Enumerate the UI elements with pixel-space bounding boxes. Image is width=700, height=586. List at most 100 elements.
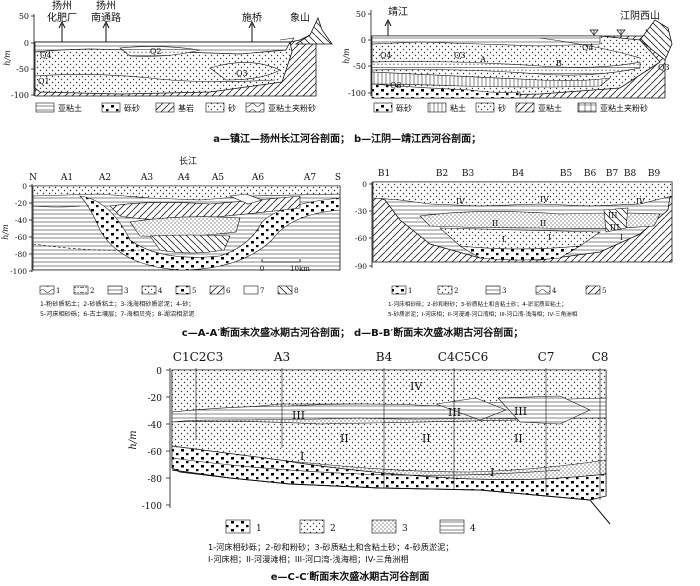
panel-a: 扬州 化肥厂 扬州 南通路 施桥 象山 50 0 -50 -100 h/m bbox=[3, 0, 333, 113]
axis-tick: -30 bbox=[355, 207, 367, 216]
axis-tick: -100 bbox=[11, 91, 29, 100]
station-label: A3 bbox=[140, 173, 153, 183]
legend-number: 1 bbox=[56, 287, 60, 295]
station-label: A5 bbox=[211, 173, 224, 183]
panel-b: 靖江 江阴西山 50 0 -50 -100 h/m bbox=[342, 5, 673, 113]
panel-e-axis: 0 -20 -40 -60 -80 -100 h/m bbox=[128, 367, 171, 512]
facies-label: IV bbox=[540, 195, 549, 204]
legend-number: 4 bbox=[470, 524, 476, 534]
legend-label: 砂 bbox=[228, 103, 236, 113]
axis-tick: -80 bbox=[15, 250, 27, 259]
panel-e-strata bbox=[171, 368, 611, 525]
station-label: A2 bbox=[98, 173, 111, 183]
legend-number: 2 bbox=[90, 287, 94, 295]
legend-text: 1-河床相砂砾；2-砂和粉砂；3-砂质粘土和含粘土砂；4-淤泥质亚粘土； bbox=[388, 300, 567, 308]
caption-d: d—B-B′断面末次盛冰期古河谷剖面； bbox=[354, 326, 523, 339]
station-label: B4 bbox=[376, 350, 393, 364]
facies-label: II bbox=[540, 219, 546, 228]
panel-a-axis: 50 0 -50 -100 h/m bbox=[3, 12, 35, 100]
facies-label: IV bbox=[456, 197, 465, 206]
legend-number: 8 bbox=[294, 287, 298, 295]
panel-a-unit-labels: Q4 Q3 Q2 Q1 bbox=[38, 47, 248, 86]
scale-label: 10km bbox=[290, 265, 310, 273]
panel-c-scale: 0 10km bbox=[260, 259, 310, 273]
panel-c-axis: 0 -20 -40 -60 -80 -100 h/m bbox=[1, 182, 33, 276]
axis-tick: -60 bbox=[355, 234, 367, 243]
panel-d-facies-labels: IV IV IV III III II II I I I bbox=[456, 195, 645, 244]
axis-title: h/m bbox=[3, 50, 12, 66]
facies-label: II bbox=[492, 219, 498, 228]
station-label: B6 bbox=[584, 169, 597, 179]
axis-tick: -100 bbox=[10, 267, 27, 276]
axis-tick: 0 bbox=[24, 39, 29, 48]
label-yangzhou-2: 扬州 bbox=[96, 0, 116, 12]
panel-b-strata bbox=[371, 19, 673, 99]
label-jiangyin-xishan: 江阴西山 bbox=[620, 10, 660, 22]
river-label: 长江 bbox=[179, 155, 197, 167]
panel-d-top-labels: B1 B2 B3 B4 B5 B6 B7 B8 B9 bbox=[378, 169, 661, 179]
legend-label: 粘土 bbox=[450, 103, 466, 113]
legend-label: 亚粘土夹粉砂 bbox=[268, 103, 316, 113]
axis-title: h/m bbox=[128, 430, 139, 449]
legend-text: 5-河床相砂砾；6-古土壤层；7-海相贝壳；8-湖沼相淤泥 bbox=[40, 310, 195, 318]
panel-d-strata bbox=[372, 181, 673, 263]
panel-e: C1C2C3 A3 B4 C4C5C6 C7 C8 0 -20 -40 -60 … bbox=[128, 350, 611, 564]
facies-label: III bbox=[514, 405, 527, 418]
label-shiqiao: 施桥 bbox=[242, 11, 262, 24]
facies-label: IV bbox=[636, 197, 645, 206]
legend-label: 砾砂 bbox=[124, 103, 140, 113]
label-nantong-road: 南通路 bbox=[91, 11, 121, 24]
panel-d: B1 B2 B3 B4 B5 B6 B7 B8 B9 0 -30 -60 -90 bbox=[355, 169, 673, 318]
panel-c-strata bbox=[32, 185, 341, 271]
facies-label: III bbox=[608, 211, 617, 220]
axis-tick: -100 bbox=[348, 89, 366, 98]
legend-number: 3 bbox=[124, 287, 128, 295]
axis-title: h/m bbox=[1, 224, 10, 240]
axis-tick: -60 bbox=[148, 448, 163, 458]
legend-number: 1 bbox=[256, 524, 262, 534]
unit-label: Q2 bbox=[150, 47, 162, 56]
panel-a-legend: 亚粘土 砾砂 基岩 砂 亚粘土夹粉砂 bbox=[35, 102, 316, 113]
station-label: B7 bbox=[606, 169, 619, 179]
unit-label: A bbox=[479, 55, 486, 64]
station-label: C8 bbox=[592, 350, 609, 364]
station-label: C4C5C6 bbox=[438, 350, 488, 364]
panel-d-axis: 0 -30 -60 -90 bbox=[355, 180, 373, 271]
axis-tick: 0 bbox=[22, 182, 27, 191]
station-label: C7 bbox=[538, 350, 555, 364]
caption-c: c—A-A′断面末次盛冰期古河谷剖面； bbox=[182, 326, 350, 339]
legend-number: 6 bbox=[226, 287, 231, 295]
station-label: B4 bbox=[512, 169, 525, 179]
legend-number: 5 bbox=[602, 287, 606, 295]
station-label: A7 bbox=[303, 173, 316, 183]
panel-c: N A1 A2 A3 A4 A5 A6 A7 S 长江 0 -20 -40 -6… bbox=[1, 155, 341, 318]
panel-e-legend: 1 2 3 4 1-河床相砂砾；2-砂和粉砂；3-砂质粘土和含粘土砂；4-砂质淤… bbox=[208, 519, 476, 564]
facies-label: III bbox=[610, 223, 619, 232]
axis-tick: -20 bbox=[15, 199, 27, 208]
station-label: B2 bbox=[436, 169, 448, 179]
panel-d-legend: 1 2 3 4 5 1-河床相砂砾；2-砂和粉砂；3-砂质粘土和含粘土砂；4-淤… bbox=[388, 285, 606, 318]
facies-label: III bbox=[292, 409, 305, 422]
axis-tick: -90 bbox=[355, 262, 367, 271]
legend-number: 3 bbox=[402, 524, 408, 534]
legend-number: 2 bbox=[454, 287, 458, 295]
panel-c-legend: 1 2 3 4 5 6 7 8 1-粉砂质粘土；2-砂质粘土；3-浅海相砂质淤泥… bbox=[39, 285, 298, 318]
facies-label: II bbox=[340, 432, 349, 445]
legend-number: 1 bbox=[408, 287, 412, 295]
label-yangzhou-1: 扬州 bbox=[52, 0, 72, 12]
axis-tick: 0 bbox=[362, 180, 367, 189]
facies-label: I bbox=[300, 450, 304, 463]
legend-label: 亚粘土夹粉砂 bbox=[600, 103, 648, 113]
station-label: A3 bbox=[273, 350, 290, 364]
axis-title: h/m bbox=[342, 48, 351, 64]
legend-label: 基岩 bbox=[178, 103, 194, 113]
station-label: B1 bbox=[378, 169, 390, 179]
unit-label: Q4 bbox=[380, 51, 392, 60]
scale-label: 0 bbox=[260, 265, 264, 273]
station-label: A6 bbox=[251, 173, 264, 183]
axis-tick: -60 bbox=[15, 233, 27, 242]
caption-e: e—C-C′断面末次盛冰期古河谷剖面 bbox=[271, 570, 429, 583]
panel-b-unit-labels: Q4 Q4 A B Q3 Q3 Q3 bbox=[380, 43, 670, 90]
axis-tick: 50 bbox=[19, 12, 29, 21]
station-label: N bbox=[29, 173, 37, 183]
